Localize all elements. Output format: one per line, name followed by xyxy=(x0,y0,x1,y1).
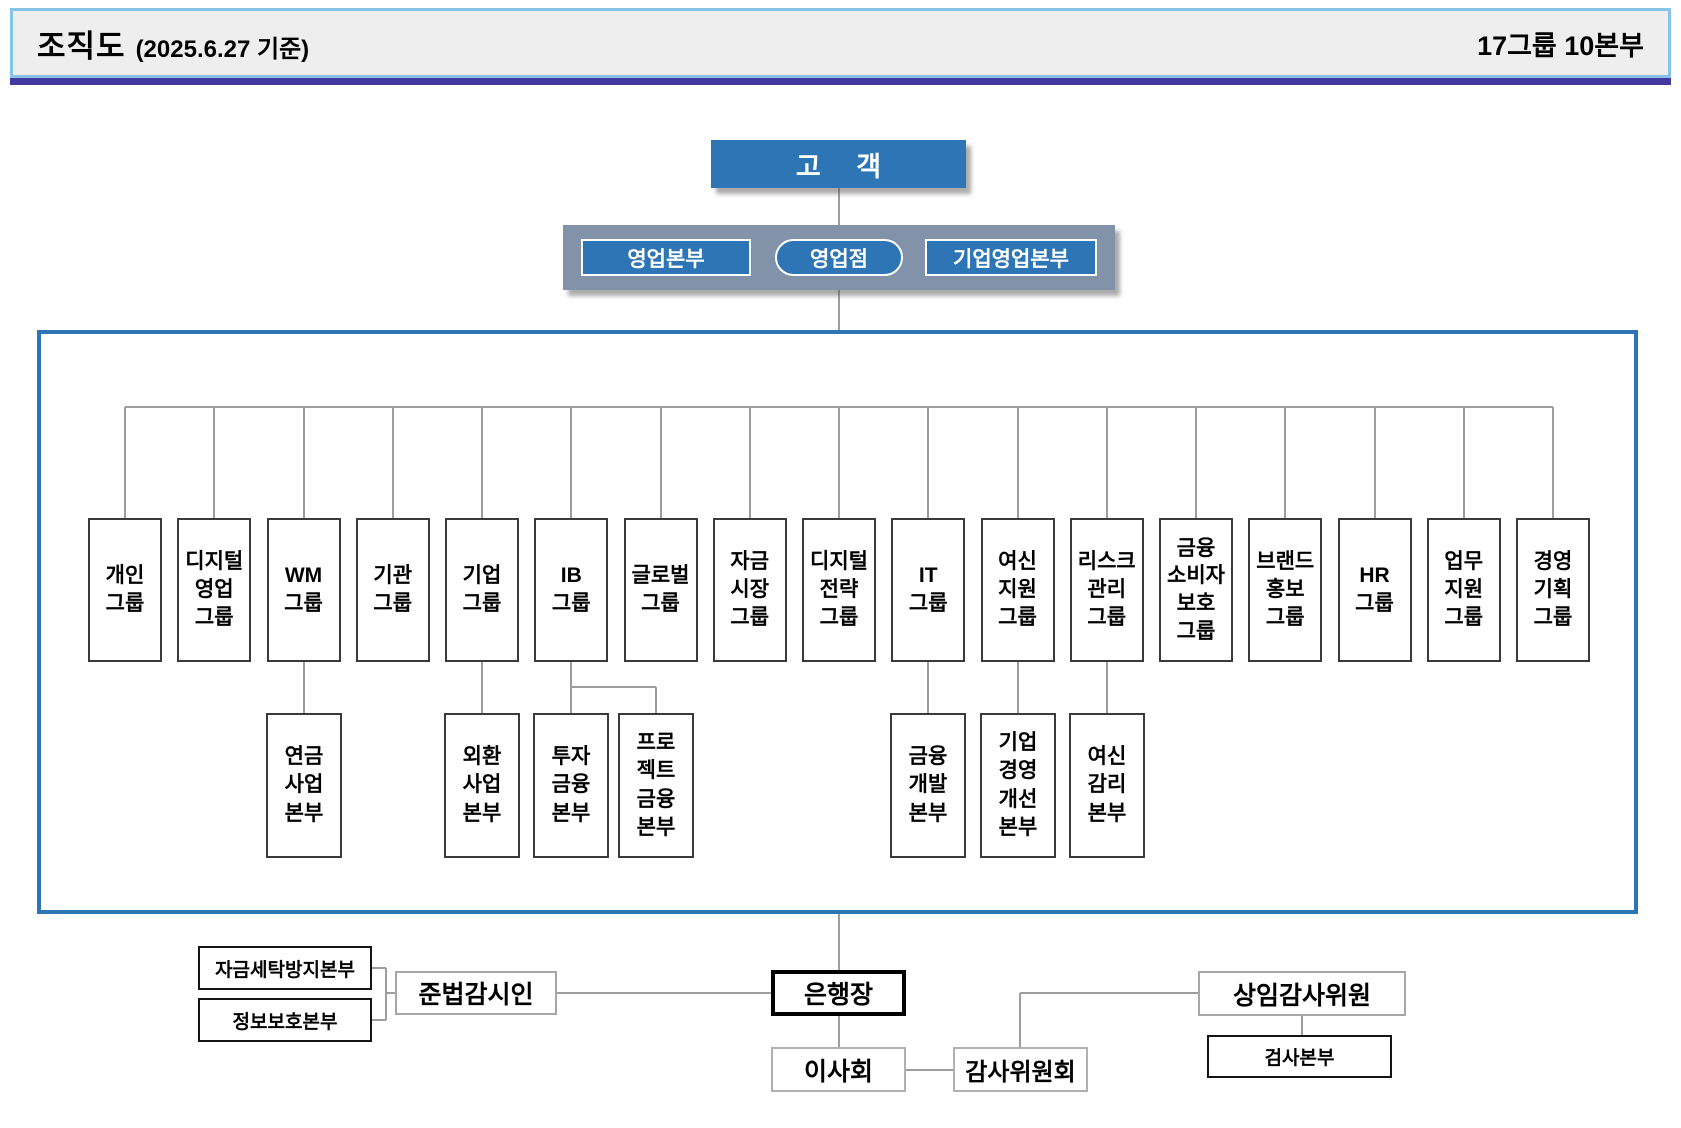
box-board-of-directors: 이사회 xyxy=(771,1047,906,1092)
date-note: (2025.6.27 기준) xyxy=(135,35,310,63)
group-brand-pr: 브랜드 홍보 그룹 xyxy=(1248,518,1323,662)
page-title: 조직도 xyxy=(37,28,126,64)
division-corporate-management-improvement: 기업 경영 개선 본부 xyxy=(980,713,1056,858)
division-investment-finance: 투자 금융 본부 xyxy=(533,713,609,858)
division-pension-business: 연금 사업 본부 xyxy=(266,713,342,858)
group-financial-consumer-protection: 금융 소비자 보호 그룹 xyxy=(1159,518,1233,662)
group-personal: 개인 그룹 xyxy=(88,518,162,662)
box-infosec-division: 정보보호본부 xyxy=(198,998,372,1042)
group-corporate: 기업 그룹 xyxy=(445,518,519,662)
header: 조직도 (2025.6.27 기준) 17그룹 10본부 xyxy=(10,8,1671,78)
box-bank-president: 은행장 xyxy=(771,970,906,1016)
customer-box: 고 객 xyxy=(711,140,966,188)
box-compliance-officer: 준법감시인 xyxy=(395,971,557,1015)
division-finance-development: 금융 개발 본부 xyxy=(890,713,966,858)
box-standing-audit-member: 상임감사위원 xyxy=(1198,971,1406,1016)
box-audit-committee: 감사위원회 xyxy=(953,1047,1088,1092)
group-management-planning: 경영 기획 그룹 xyxy=(1516,518,1590,662)
channel-band: 영업본부 영업점 기업영업본부 xyxy=(563,225,1115,290)
group-business-support: 업무 지원 그룹 xyxy=(1426,518,1501,662)
group-digital-strategy: 디지털 전략 그룹 xyxy=(802,518,876,662)
groups-panel xyxy=(37,330,1638,914)
group-hr: HR 그룹 xyxy=(1337,518,1412,662)
division-fx-business: 외환 사업 본부 xyxy=(444,713,520,858)
channel-sales-division: 영업본부 xyxy=(581,239,751,276)
group-money-market: 자금 시장 그룹 xyxy=(712,518,787,662)
group-row: 개인 그룹 디지털 영업 그룹 WM 그룹 기관 그룹 기업 그룹 IB 그룹 … xyxy=(88,518,1590,662)
group-institutional: 기관 그룹 xyxy=(355,518,430,662)
group-risk-management: 리스크 관리 그룹 xyxy=(1069,518,1144,662)
box-inspection-division: 검사본부 xyxy=(1207,1035,1392,1078)
group-ib: IB 그룹 xyxy=(534,518,609,662)
group-wm: WM 그룹 xyxy=(266,518,341,662)
header-title-wrap: 조직도 (2025.6.27 기준) xyxy=(37,21,309,66)
header-underline xyxy=(10,78,1671,85)
channel-corporate-sales-division: 기업영업본부 xyxy=(925,239,1097,276)
channel-branch: 영업점 xyxy=(775,239,903,276)
division-credit-supervision: 여신 감리 본부 xyxy=(1069,713,1145,858)
group-count-label: 17그룹 10본부 xyxy=(1477,30,1644,61)
division-project-finance: 프로 젝트 금융 본부 xyxy=(618,713,694,858)
box-aml-division: 자금세탁방지본부 xyxy=(198,946,372,990)
group-it: IT 그룹 xyxy=(891,518,966,662)
group-credit-support: 여신 지원 그룹 xyxy=(980,518,1055,662)
group-digital-sales: 디지털 영업 그룹 xyxy=(177,518,252,662)
group-global: 글로벌 그룹 xyxy=(623,518,698,662)
